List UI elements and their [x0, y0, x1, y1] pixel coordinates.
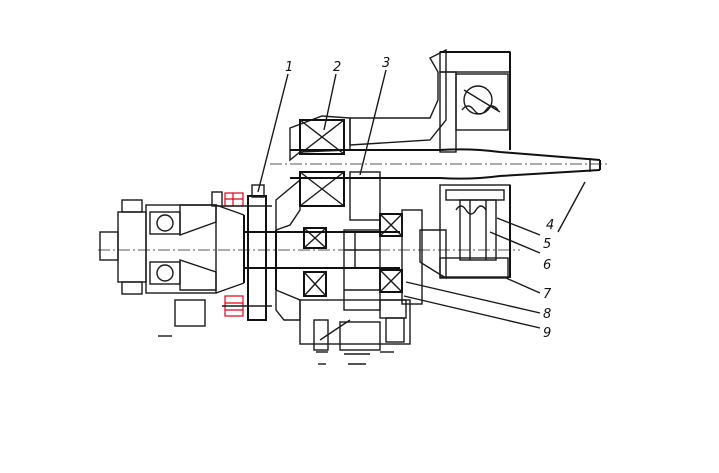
gears [343, 171, 423, 319]
left-hub-assembly [99, 191, 245, 337]
shafts [244, 148, 601, 269]
callout-3: 3 [382, 56, 390, 71]
center-lines [98, 163, 610, 251]
coupling-plate [222, 184, 272, 321]
callout-8: 8 [543, 307, 551, 322]
bearings [299, 119, 403, 297]
callout-4: 4 [546, 218, 554, 233]
callout-5: 5 [543, 237, 551, 252]
callout-9: 9 [543, 326, 551, 341]
callout-1: 1 [285, 60, 293, 75]
leader-lines [257, 69, 586, 329]
callout-2: 2 [333, 60, 341, 75]
gear-housing [275, 48, 511, 365]
callout-7: 7 [543, 287, 552, 302]
callout-labels: 1 2 3 4 5 6 7 8 9 [285, 56, 554, 341]
callout-6: 6 [543, 258, 551, 273]
